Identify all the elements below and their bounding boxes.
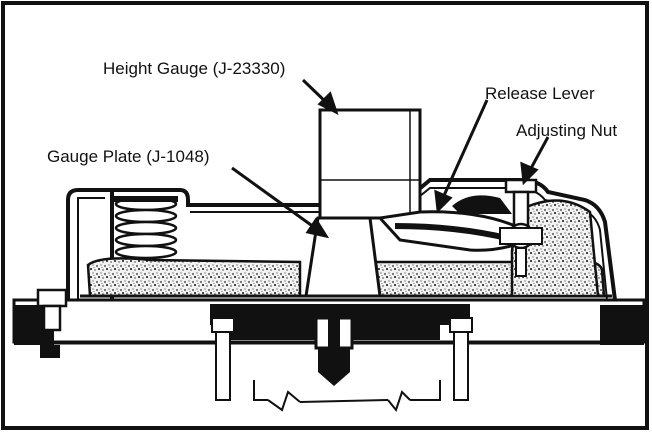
lower-bolts bbox=[211, 317, 473, 413]
adjusting-block bbox=[510, 199, 600, 298]
height-gauge-label: Height Gauge (J-23330) bbox=[103, 59, 285, 78]
gauge-plate-label: Gauge Plate (J-1048) bbox=[47, 147, 210, 166]
adjusting-nut-label: Adjusting Nut bbox=[516, 121, 617, 140]
height-gauge-block bbox=[318, 108, 422, 220]
leader-arrows bbox=[231, 78, 550, 239]
adjusting-nut-assembly bbox=[499, 178, 543, 277]
release-lever bbox=[377, 195, 531, 252]
center-hub bbox=[314, 316, 354, 386]
release-lever-label: Release Lever bbox=[485, 84, 595, 103]
pressure-spring bbox=[114, 196, 178, 260]
